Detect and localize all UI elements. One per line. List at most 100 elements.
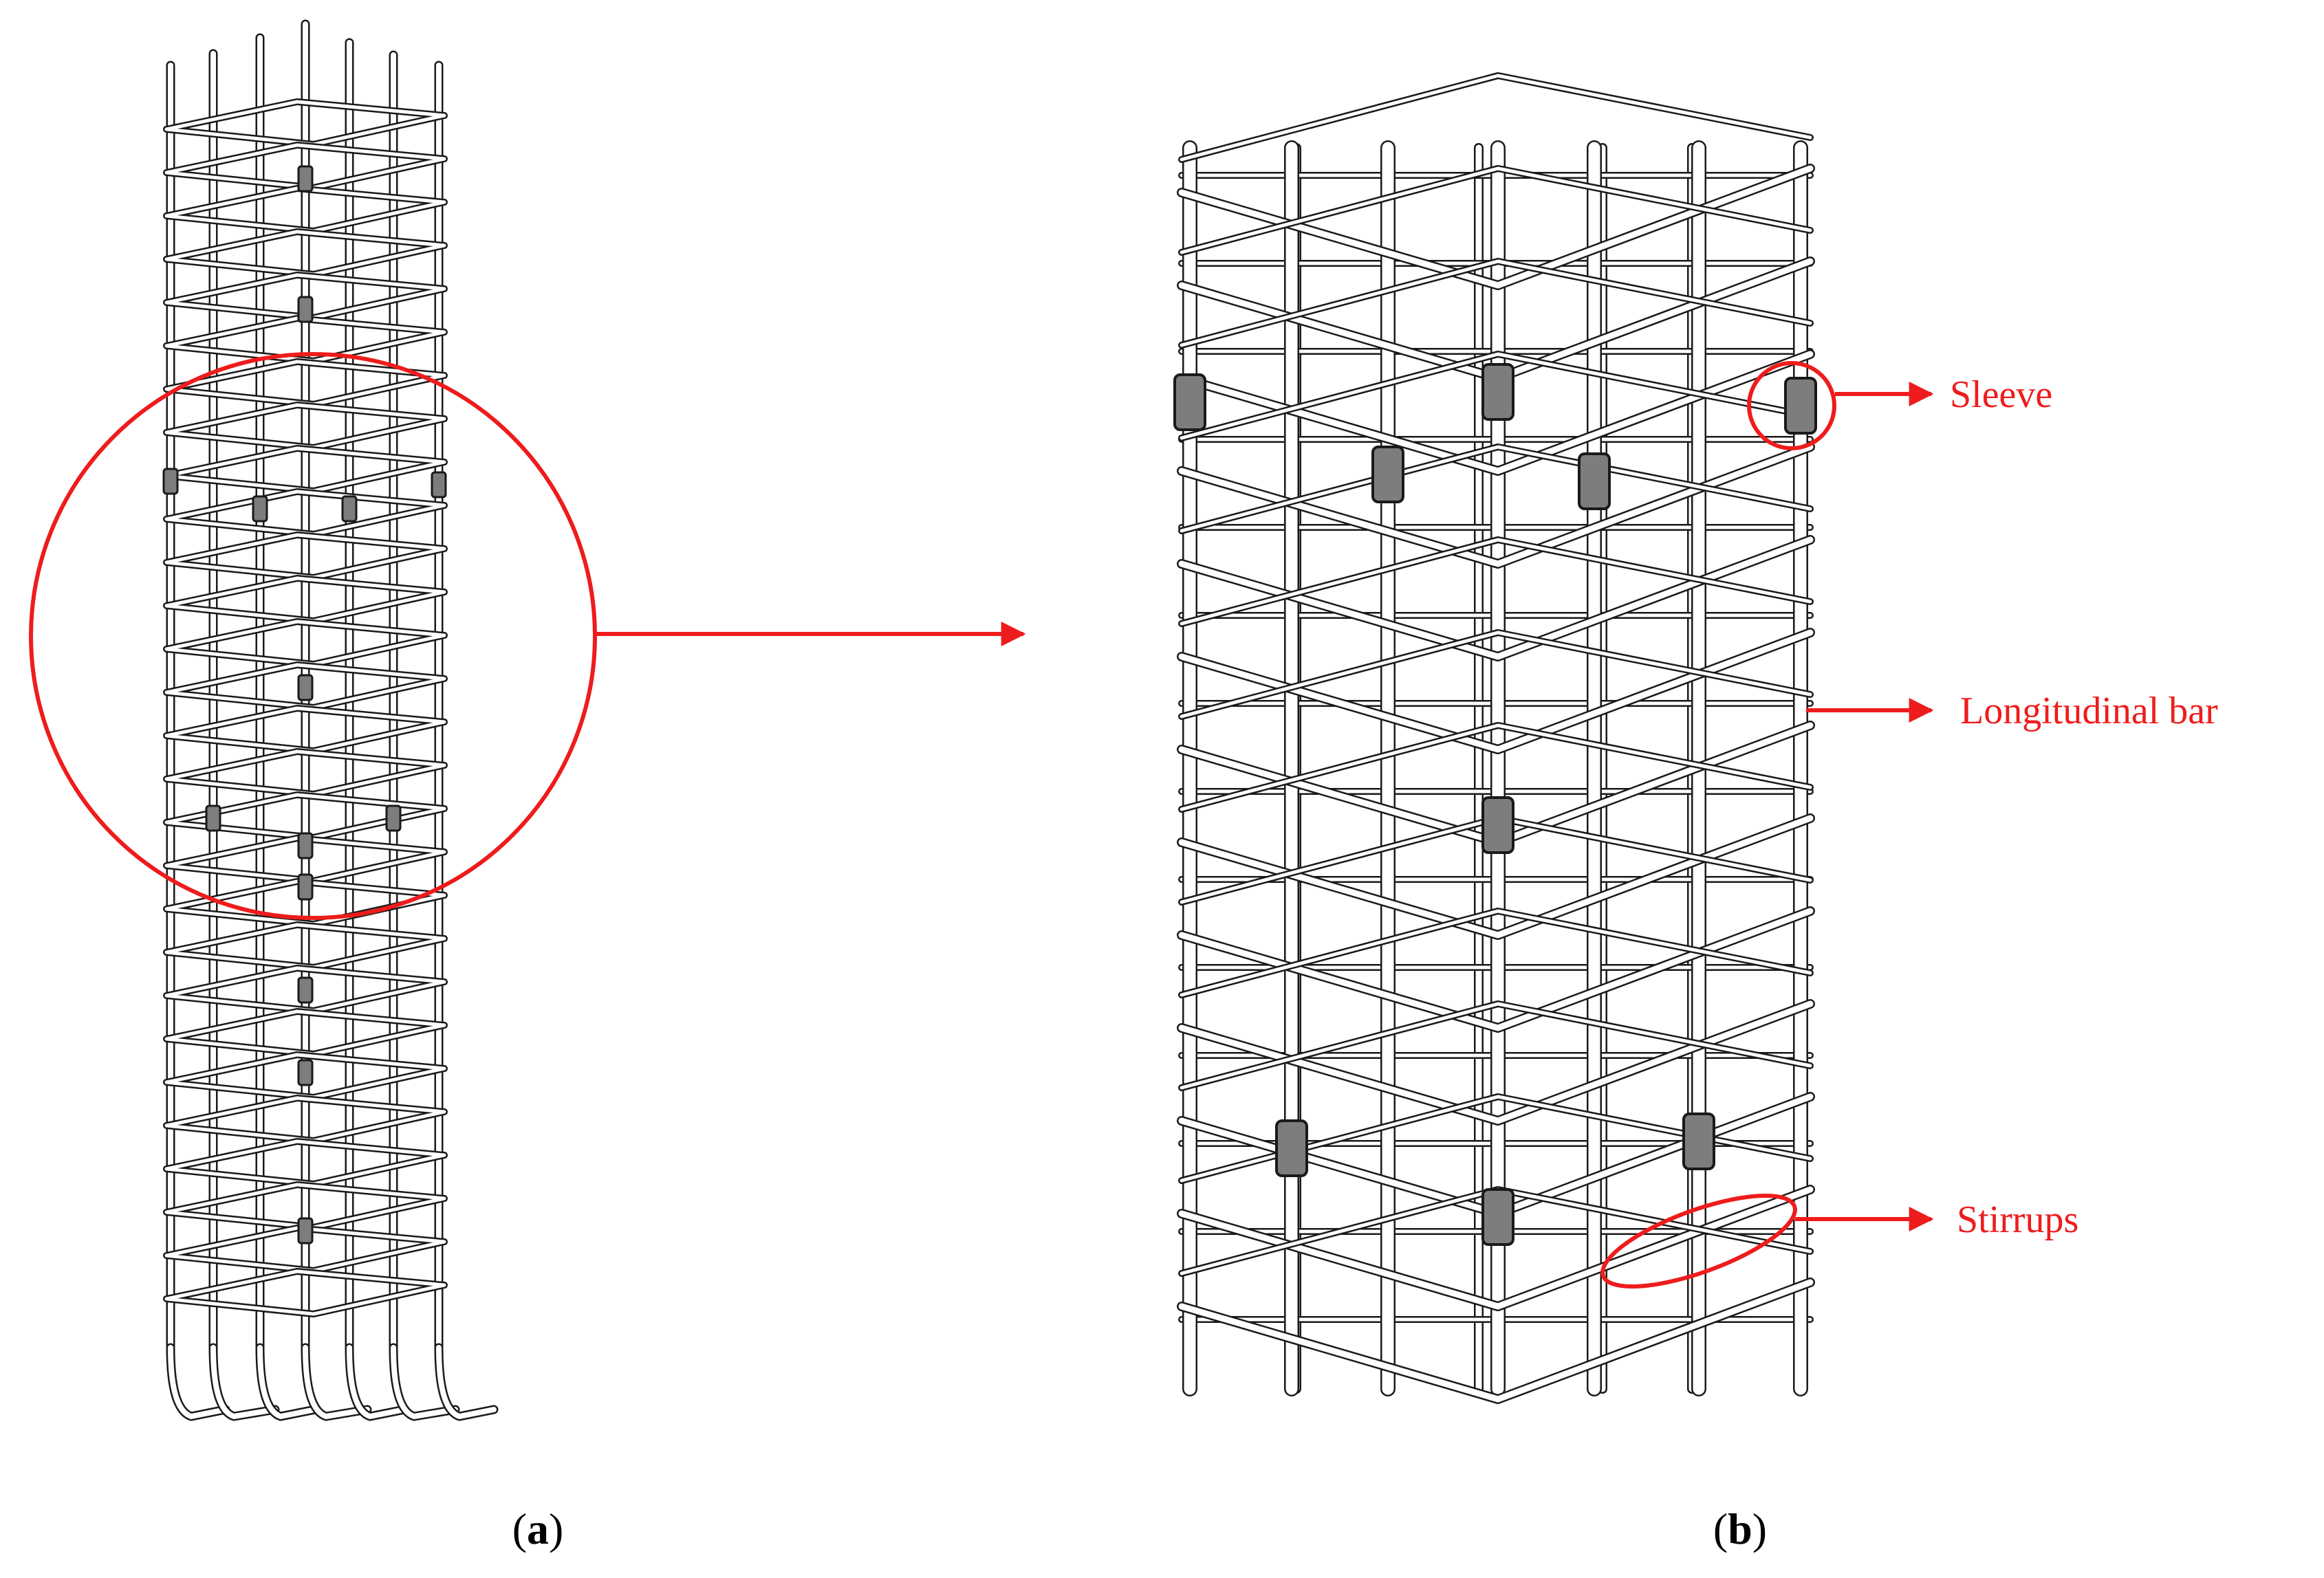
stirrup-back-core	[1180, 74, 1812, 162]
sleeve	[297, 1059, 314, 1086]
bar-hook	[208, 1343, 280, 1421]
bar-hook	[434, 1343, 499, 1421]
rebar-cage-full-view	[162, 19, 499, 1421]
bar-hook-core	[347, 1345, 407, 1419]
bar-hook-core	[391, 1345, 458, 1419]
bar-end-hooks-a	[166, 1343, 499, 1421]
sleeves-b	[1173, 363, 1817, 1246]
bar-hook	[166, 1343, 230, 1421]
sleeve	[1173, 373, 1206, 431]
bar-hook-core	[257, 1345, 318, 1419]
stirrup	[163, 705, 448, 754]
stirrups-a	[163, 98, 448, 1317]
stirrup-highlight-ellipse	[1600, 1194, 1797, 1289]
sleeve	[297, 873, 314, 901]
stirrups-b	[1177, 72, 1815, 1404]
bar-hook-core	[210, 1345, 278, 1419]
sleeve	[431, 471, 447, 498]
sleeve	[1784, 377, 1817, 435]
stirrup	[163, 1095, 448, 1144]
rebar-cage-detail-view	[1173, 72, 1817, 1404]
stirrup-core	[164, 316, 446, 363]
stirrup-core	[164, 1269, 446, 1316]
bar-hook	[345, 1343, 409, 1421]
stirrup	[163, 402, 448, 451]
stirrup-core	[164, 749, 446, 796]
stirrup-core	[164, 836, 446, 883]
stirrup-core	[164, 533, 446, 580]
stirrup-core	[164, 360, 446, 406]
sleeve	[297, 674, 314, 701]
stirrup-core	[164, 100, 446, 146]
stirrup-back-core	[1180, 166, 1812, 254]
stirrup	[163, 575, 448, 624]
stirrup-back-core	[1180, 259, 1812, 347]
stirrup-back-core	[1180, 1002, 1812, 1090]
stirrup-back-core	[1180, 538, 1812, 626]
stirrup-back	[1178, 908, 1814, 998]
stirrup-core	[164, 793, 446, 840]
sleeve	[1682, 1113, 1715, 1170]
stirrup	[163, 228, 448, 278]
stirrup-core	[164, 1183, 446, 1229]
sleeves-a	[162, 165, 447, 1245]
stirrup	[163, 618, 448, 668]
stirrup	[163, 445, 448, 494]
stirrup-core	[164, 663, 446, 710]
stirrup	[163, 98, 448, 148]
stirrup-core	[164, 230, 446, 276]
sleeve	[341, 495, 358, 523]
caption-a: (a)	[512, 1504, 564, 1553]
caption-b: (b)	[1713, 1504, 1767, 1553]
sleeve	[297, 296, 314, 323]
bar-hook-core	[436, 1345, 497, 1419]
longitudinal-bars-a	[166, 19, 444, 1352]
bar-hook-core	[303, 1345, 370, 1419]
stirrup-back-core	[1180, 352, 1812, 440]
stirrup	[163, 1008, 448, 1058]
stirrup	[163, 921, 448, 971]
stirrup-core	[164, 879, 446, 926]
stirrup-back	[1178, 1000, 1814, 1091]
stirrup-back-core	[1180, 723, 1812, 811]
stirrup-core	[164, 143, 446, 190]
stirrup	[1177, 1278, 1815, 1404]
stirrup	[163, 1051, 448, 1101]
stirrup	[163, 1181, 448, 1231]
zoom-circle	[29, 352, 597, 920]
sleeve	[1481, 1188, 1514, 1246]
sleeve-highlight-circle	[1747, 361, 1836, 450]
sleeve	[1371, 446, 1404, 503]
stirrup-back	[1178, 536, 1814, 627]
bar-hook	[389, 1343, 460, 1421]
stirrup	[163, 835, 448, 884]
stirrup-back	[1178, 722, 1814, 813]
stirrup	[163, 532, 448, 581]
stirrup	[163, 1138, 448, 1187]
sleeve	[297, 832, 314, 859]
stirrup-core	[164, 706, 446, 753]
stirrup-core	[164, 620, 446, 666]
sleeve	[297, 165, 314, 193]
stirrup	[163, 661, 448, 711]
stirrup-core	[164, 1226, 446, 1273]
stirrup	[163, 791, 448, 841]
stirrup-core	[164, 1096, 446, 1143]
stirrup-core	[164, 923, 446, 969]
stirrup-back	[1178, 351, 1814, 441]
stirrup-back	[1178, 443, 1814, 534]
stirrup	[163, 1225, 448, 1274]
stirrup-core	[164, 273, 446, 320]
stirrup-back-core	[1180, 909, 1812, 997]
stirrup-back	[1178, 72, 1814, 163]
bar-hook-core	[168, 1345, 228, 1419]
sleeve	[205, 804, 221, 832]
sleeve	[1481, 796, 1514, 854]
stirrup-core	[164, 186, 446, 233]
stirrup-core	[164, 403, 446, 450]
sleeve	[252, 495, 268, 523]
stirrup-core	[164, 576, 446, 623]
sleeve	[1275, 1119, 1308, 1177]
sleeve	[1578, 452, 1611, 510]
